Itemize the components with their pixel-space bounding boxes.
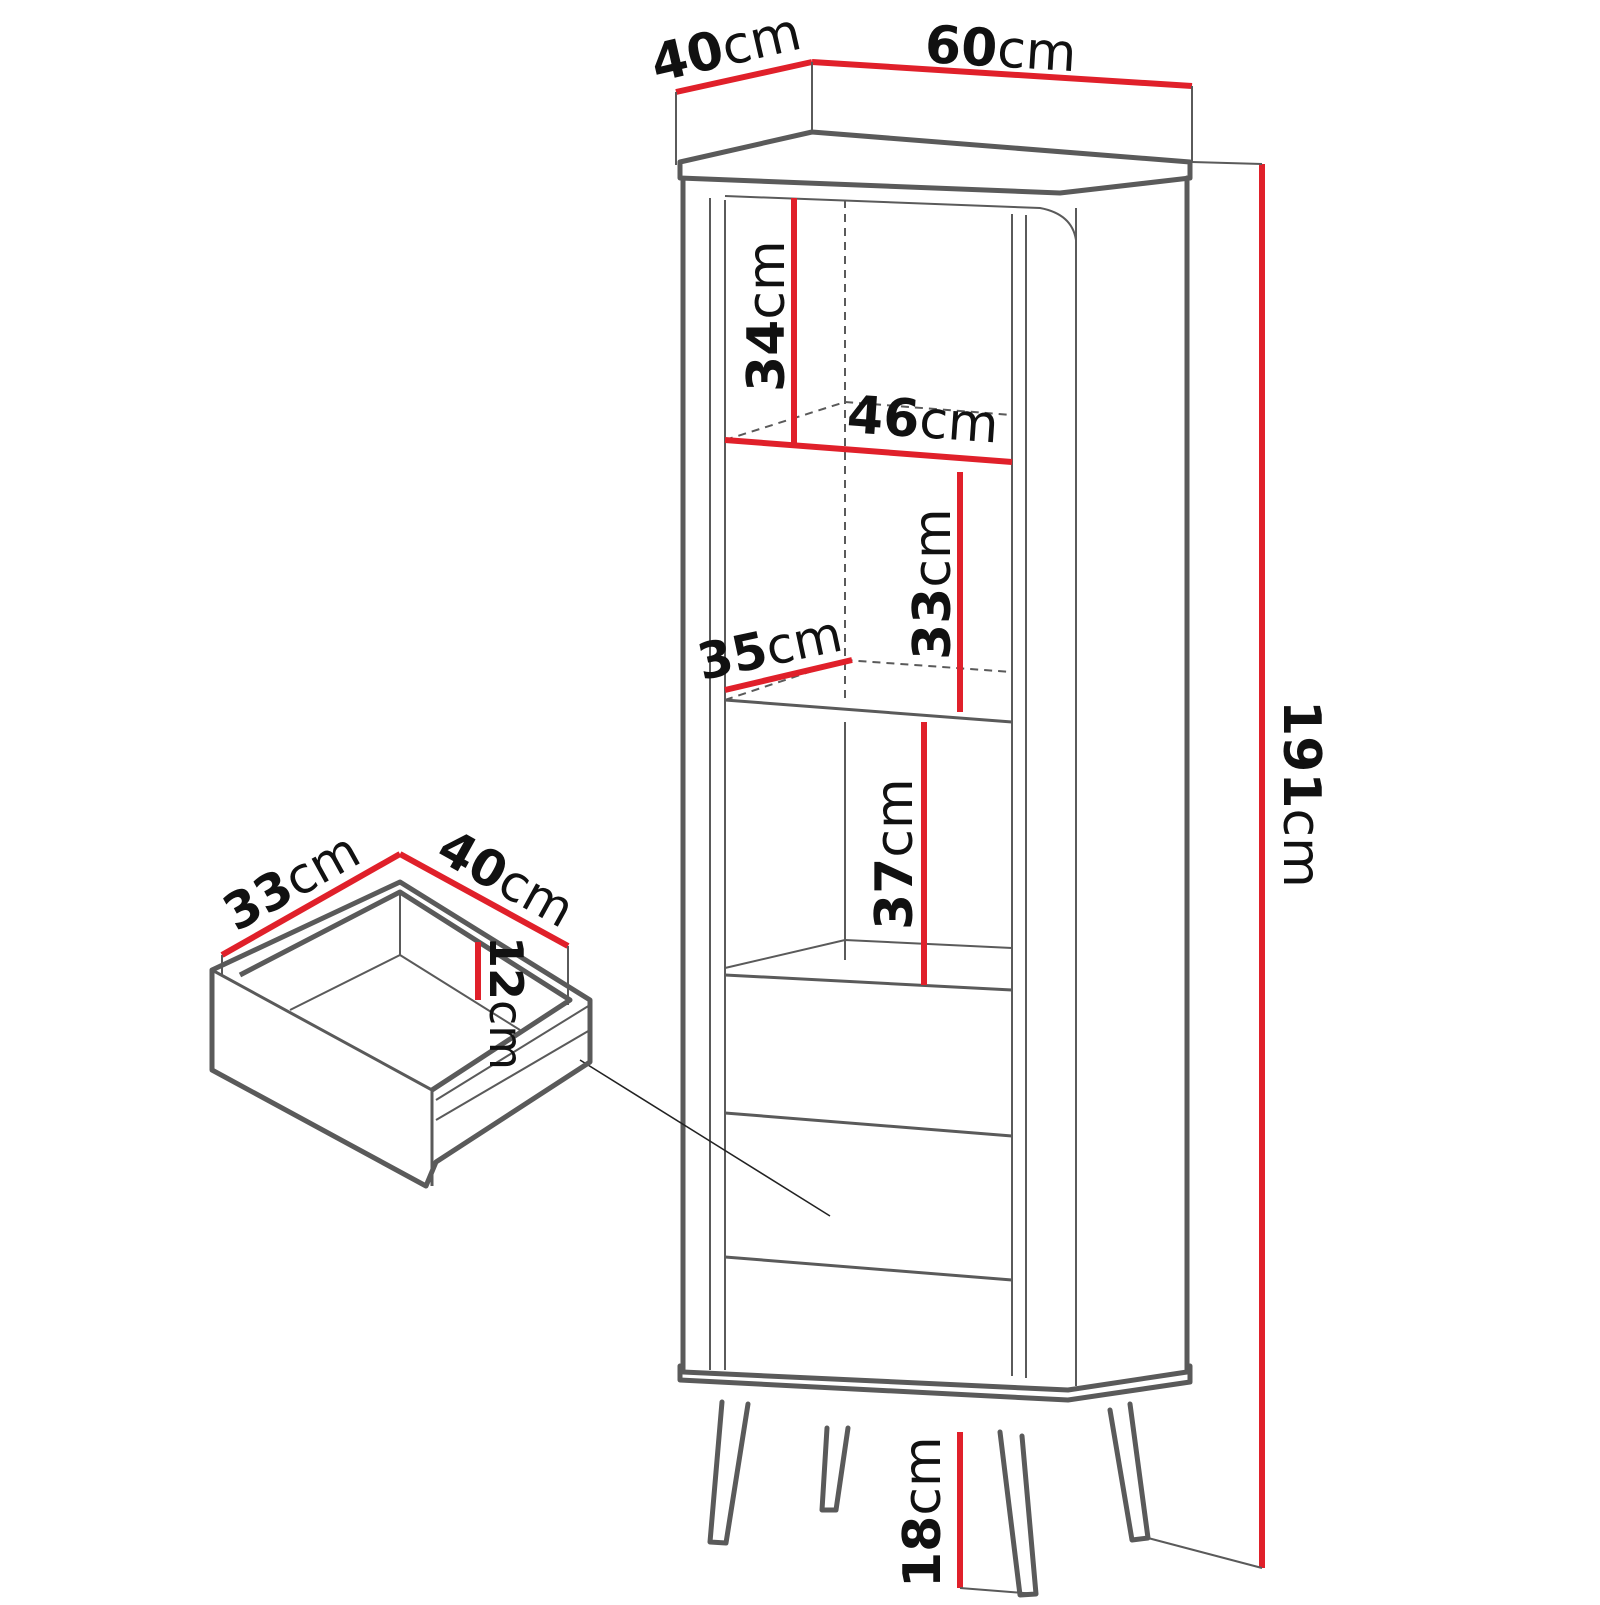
dimension-lines: [220, 59, 1265, 1588]
label-legs: 18cm: [893, 1436, 953, 1588]
dim-line-width: [811, 59, 1193, 89]
cabinet-inner-lines: [579, 195, 1077, 1386]
leg-front-left: [707, 1399, 751, 1546]
drawer-front-2: [724, 1255, 1013, 1282]
drawer-leader-line: [579, 1059, 831, 1217]
label-top-shelf: 34cm: [737, 240, 797, 392]
cabinet-base: [677, 1363, 1193, 1403]
cabinet-body: [680, 175, 1190, 1393]
cabinet-outline: [677, 129, 1193, 1598]
label-total-height: 191cm: [1271, 700, 1331, 888]
label-inner-width: 46cm: [845, 385, 1000, 455]
leg-front-right: [997, 1429, 1039, 1598]
dimension-labels: 40cm 60cm 191cm 34cm 46cm 33cm 35cm 37cm…: [214, 2, 1331, 1588]
label-shelf-depth: 35cm: [692, 605, 847, 692]
drawer-outline: [209, 879, 593, 1189]
label-drawer-depth: 40cm: [428, 818, 584, 939]
extension-lines: [221, 62, 1263, 1595]
drawer-box: [209, 879, 593, 1189]
leg-back-right: [1107, 1401, 1151, 1543]
label-drawer-width: 33cm: [214, 821, 370, 942]
leg-back-left: [819, 1425, 851, 1513]
dim-line-inner-width: [724, 437, 1013, 465]
dim-line-drawer-depth: [398, 851, 570, 949]
drawer-inner: [238, 889, 573, 1093]
drawer-front-1: [724, 1111, 1013, 1138]
dim-line-depth: [675, 59, 813, 95]
label-width: 60cm: [923, 15, 1078, 84]
label-middle-shelf: 33cm: [903, 508, 963, 660]
label-drawer-height: 12cm: [479, 936, 533, 1070]
shelf-lower: [724, 698, 1013, 724]
label-lower-shelf: 37cm: [865, 778, 925, 930]
cabinet-top: [677, 129, 1193, 196]
dim-line-shelf-depth: [724, 657, 853, 693]
dim-line-drawer-width: [220, 851, 402, 958]
